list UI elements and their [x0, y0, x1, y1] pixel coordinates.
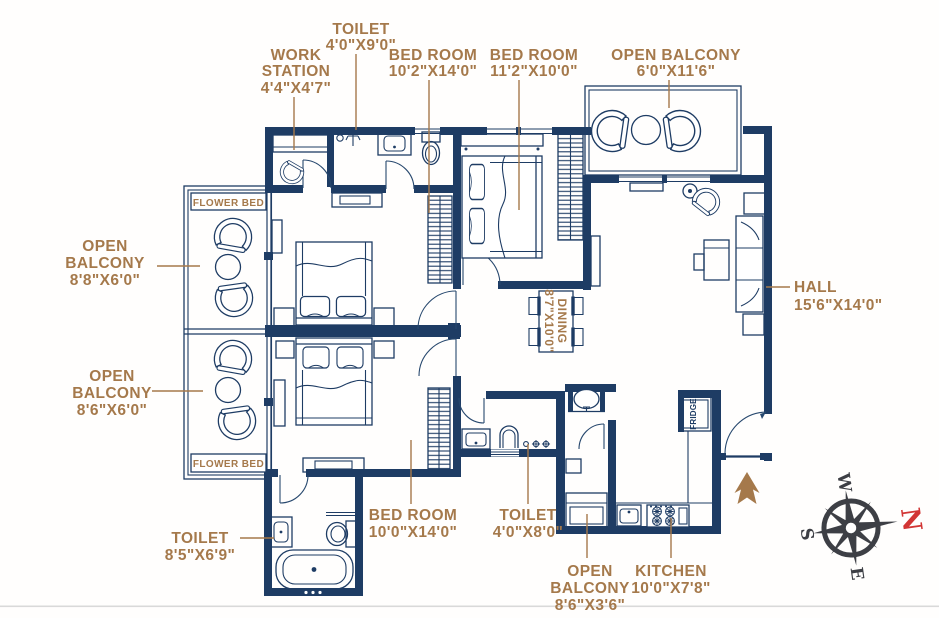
bedroom-top-furniture [271, 219, 395, 327]
hall-furniture [590, 182, 766, 336]
label-balcony-left-upper: OPEN BALCONY 8'8"X6'0" [65, 238, 145, 289]
bedroom-right-name: BED ROOM [490, 47, 578, 64]
bedroom-right-furniture [460, 133, 544, 259]
compass-east: E [846, 566, 868, 582]
kitchen-furniture: FRIDGE [616, 396, 712, 528]
balcony-top-size: 6'0"X11'6" [637, 63, 716, 80]
label-toilet-left: TOILET 8'5"X6'9" [165, 530, 236, 564]
balcony-left-upper-furniture [211, 214, 256, 320]
kitchen-sink [616, 504, 642, 527]
label-balcony-left-lower: OPEN BALCONY 8'6"X6'0" [72, 368, 152, 419]
wash-basin [573, 388, 600, 410]
wardrobes [427, 133, 584, 470]
toilet-left-fixtures [269, 511, 357, 595]
compass-rose: N E S W [796, 471, 927, 582]
bedroom-top-dresser [331, 192, 383, 208]
compass-south: S [796, 527, 818, 542]
work-station-furniture [272, 134, 330, 189]
doors [279, 159, 767, 504]
balcony-left-upper-name-1: OPEN [82, 238, 128, 255]
bedroom-bottom-name: BED ROOM [369, 507, 457, 524]
dining-name: DINING [555, 299, 569, 344]
flower-bed-bottom-label: FLOWER BED [193, 459, 264, 470]
bathtub [275, 549, 354, 595]
label-dining: DINING 8'7"X10'0" [542, 289, 569, 352]
label-kitchen: KITCHEN 10'0"X7'8" [631, 563, 711, 597]
work-desk [272, 134, 330, 153]
kitchen-name: KITCHEN [635, 563, 707, 580]
toilet-top-size: 4'0"X9'0" [326, 37, 397, 54]
balcony-top-furniture [588, 107, 704, 155]
balcony-left-lower-furniture [211, 336, 259, 443]
sofa [735, 215, 764, 313]
hall-name: HALL [794, 279, 837, 296]
label-bedroom-top: BED ROOM 10'2"X14'0" [389, 47, 478, 80]
balcony-left-lower-size: 8'6"X6'0" [77, 402, 148, 419]
balcony-bottom-name-2: BALCONY [550, 580, 630, 597]
dining-table [538, 290, 574, 353]
dining-size: 8'7"X10'0" [542, 289, 556, 352]
toilet-top-name: TOILET [332, 21, 389, 38]
dining-set [527, 290, 585, 353]
bedroom-bottom-furniture [273, 337, 395, 473]
balcony-top-name: OPEN BALCONY [611, 47, 741, 64]
bedroom-right-size: 11'2"X10'0" [490, 63, 578, 80]
balcony-left-lower-name-1: OPEN [89, 368, 135, 385]
fridge: FRIDGE [679, 396, 712, 432]
label-bedroom-right: BED ROOM 11'2"X10'0" [490, 47, 578, 80]
compass-north: N [894, 506, 927, 534]
label-hall: HALL 15'6"X14'0" [794, 279, 883, 314]
work-station-size: 4'4"X4'7" [261, 80, 332, 97]
label-toilet-bottom: TOILET 4'0"X8'0" [493, 507, 564, 541]
flower-bed-top-label: FLOWER BED [193, 198, 264, 209]
coffee-table [703, 239, 730, 281]
bedroom-bottom-size: 10'0"X14'0" [369, 524, 458, 541]
hall-size: 15'6"X14'0" [794, 297, 883, 314]
toilet-left-name: TOILET [171, 530, 228, 547]
entrance-arrow [734, 472, 760, 504]
bottom-divider [0, 605, 939, 608]
toilet-left-size: 8'5"X6'9" [165, 547, 236, 564]
wash-basin-niche [568, 388, 605, 413]
label-work-station: WORK STATION 4'4"X4'7" [261, 47, 332, 97]
bedroom-top-name: BED ROOM [389, 47, 477, 64]
toilet-bottom-size: 4'0"X8'0" [493, 524, 564, 541]
stove [646, 504, 690, 528]
work-station-name-1: WORK [271, 47, 322, 64]
leader-lines [152, 54, 790, 558]
label-balcony-bottom: OPEN BALCONY 8'6"X3'6" [550, 563, 630, 614]
balcony-bottom-name-1: OPEN [567, 563, 613, 580]
balcony-left-upper-name-2: BALCONY [65, 255, 145, 272]
label-bedroom-bottom: BED ROOM 10'0"X14'0" [369, 507, 458, 541]
toilet-bottom-fixtures [461, 425, 551, 457]
wardrobe-bedroom-top [427, 195, 453, 284]
room-labels: WORK STATION 4'4"X4'7" TOILET 4'0"X9'0" … [65, 21, 882, 614]
balcony-outlines [183, 85, 742, 480]
balcony-left-lower-name-2: BALCONY [72, 385, 152, 402]
label-balcony-top: OPEN BALCONY 6'0"X11'6" [611, 47, 741, 80]
fridge-label: FRIDGE [689, 398, 698, 430]
flower-bed-box-bottom [190, 453, 267, 473]
wardrobe-bedroom-right [557, 133, 584, 241]
bedroom-top-size: 10'2"X14'0" [389, 63, 478, 80]
toilet-bottom-name: TOILET [499, 507, 556, 524]
entrance-door [721, 411, 767, 460]
balcony-left-upper-size: 8'8"X6'0" [70, 272, 141, 289]
threshold [491, 449, 519, 457]
compass-west: W [832, 471, 855, 495]
kitchen-size: 10'0"X7'8" [631, 580, 711, 597]
label-toilet-top: TOILET 4'0"X9'0" [326, 21, 397, 54]
toilet-top-fixtures [336, 131, 441, 166]
balcony-bottom-size: 8'6"X3'6" [555, 597, 626, 614]
work-station-name-2: STATION [262, 63, 331, 80]
flower-bed-box-top [190, 192, 267, 211]
wardrobe-bedroom-bottom [427, 387, 451, 470]
